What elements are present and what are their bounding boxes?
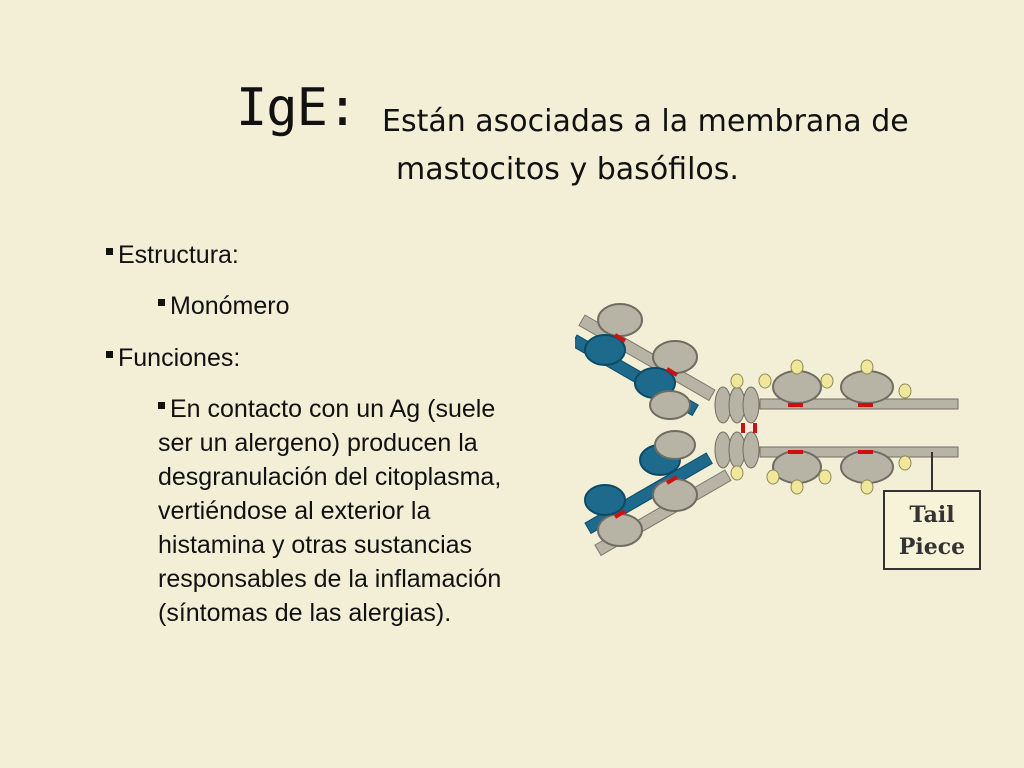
- slide-subtitle-line1: Están asociadas a la membrana de: [382, 104, 909, 139]
- square-bullet-icon: [158, 298, 165, 306]
- tail-piece-label: Tail Piece: [883, 490, 981, 570]
- lower-fab-arm: [584, 430, 732, 557]
- bullet-estructura: Estructura:: [106, 238, 239, 272]
- hinge-region: [714, 386, 760, 469]
- bullet-text: En contacto con un Ag (suele ser un aler…: [158, 395, 502, 627]
- bullet-funciones-detail: En contacto con un Ag (suele ser un aler…: [158, 392, 558, 630]
- upper-fab-arm: [575, 303, 716, 420]
- bullet-text: Estructura:: [118, 241, 239, 269]
- square-bullet-icon: [106, 350, 113, 358]
- glycan-dots: [730, 359, 912, 495]
- tail-piece-line2: Piece: [898, 534, 966, 560]
- bullet-monomero: Monómero: [158, 289, 290, 323]
- bullet-funciones: Funciones:: [106, 341, 240, 375]
- square-bullet-icon: [106, 247, 113, 255]
- slide-title: IgE:: [236, 78, 358, 138]
- bullet-text: Funciones:: [118, 344, 241, 372]
- square-bullet-icon: [158, 401, 165, 409]
- ige-antibody-diagram: [575, 303, 959, 557]
- fc-region: [759, 370, 959, 484]
- tail-piece-line1: Tail: [909, 502, 955, 528]
- slide-subtitle-line2: mastocitos y basófilos.: [396, 152, 739, 187]
- bullet-text: Monómero: [170, 292, 290, 320]
